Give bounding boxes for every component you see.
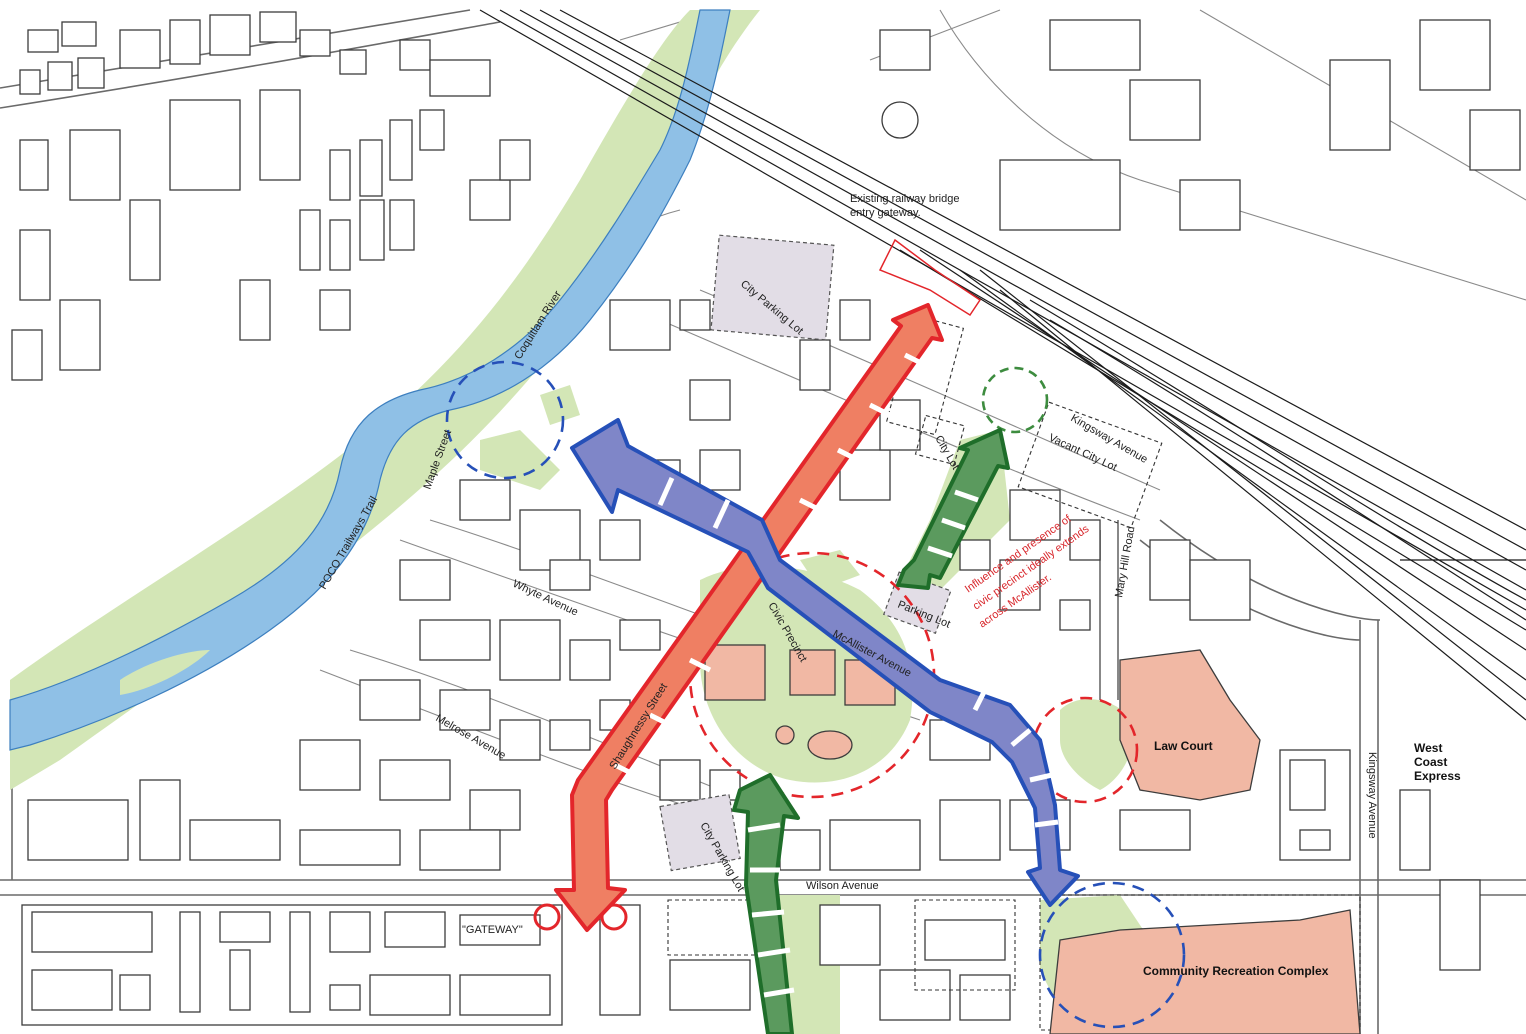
buildings xyxy=(11,11,1521,1034)
gateway-marker-left xyxy=(533,903,561,931)
label-west-coast-1: West xyxy=(1414,741,1442,755)
blue-route xyxy=(570,418,1080,907)
river-node-circle xyxy=(445,360,565,480)
label-west-coast-2: Coast xyxy=(1414,755,1447,769)
railway-tracks xyxy=(479,9,1526,721)
label-wilson-avenue: Wilson Avenue xyxy=(806,880,879,892)
label-law-court: Law Court xyxy=(1154,739,1213,753)
railway-bridge-marker xyxy=(878,238,982,317)
recreation-node-circle xyxy=(1038,881,1186,1029)
label-kingsway-avenue-right: Kingsway Avenue xyxy=(1366,752,1378,839)
label-existing-bridge-2: entry gateway. xyxy=(850,207,921,219)
parking-lots xyxy=(659,234,1163,872)
coquitlam-river xyxy=(9,9,731,751)
red-route-shaughnessy xyxy=(554,303,944,932)
label-community-recreation: Community Recreation Complex xyxy=(1143,964,1329,978)
label-existing-bridge-1: Existing railway bridge xyxy=(850,193,959,205)
label-mary-hill-road: Mary Hill Road xyxy=(1113,525,1137,598)
label-west-coast-3: Express xyxy=(1414,769,1461,783)
green-route xyxy=(732,428,1010,1034)
kingsway-node-circle xyxy=(981,366,1049,434)
label-gateway: "GATEWAY" xyxy=(462,924,523,936)
